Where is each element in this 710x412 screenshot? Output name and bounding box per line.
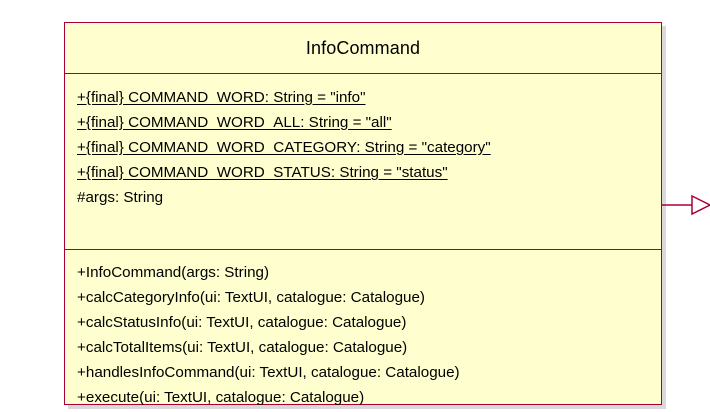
attribute-command-word-all: +{final} COMMAND_WORD_ALL: String = "all…: [77, 114, 392, 131]
infocommand-class-box: InfoCommand +{final} COMMAND_WORD: Strin…: [64, 22, 662, 406]
attribute-command-word-category: +{final} COMMAND_WORD_CATEGORY: String =…: [77, 139, 491, 156]
attribute-command-word: +{final} COMMAND_WORD: String = "info": [77, 89, 366, 106]
attribute-command-word-status: +{final} COMMAND_WORD_STATUS: String = "…: [77, 164, 448, 181]
attribute-args: #args: String: [77, 189, 164, 206]
methods-compartment: +InfoCommand(args: String) +calcCategory…: [65, 250, 661, 410]
method-calc-category-info: +calcCategoryInfo(ui: TextUI, catalogue:…: [77, 289, 425, 306]
class-name: InfoCommand: [65, 23, 661, 74]
method-constructor: +InfoCommand(args: String): [77, 264, 270, 281]
method-calc-total-items: +calcTotalItems(ui: TextUI, catalogue: C…: [77, 339, 408, 356]
attributes-compartment: +{final} COMMAND_WORD: String = "info" +…: [65, 74, 661, 250]
method-handles-info-command: +handlesInfoCommand(ui: TextUI, catalogu…: [77, 364, 460, 381]
method-execute: +execute(ui: TextUI, catalogue: Catalogu…: [77, 389, 365, 406]
realization-arrow-icon: [662, 194, 710, 216]
method-calc-status-info: +calcStatusInfo(ui: TextUI, catalogue: C…: [77, 314, 407, 331]
